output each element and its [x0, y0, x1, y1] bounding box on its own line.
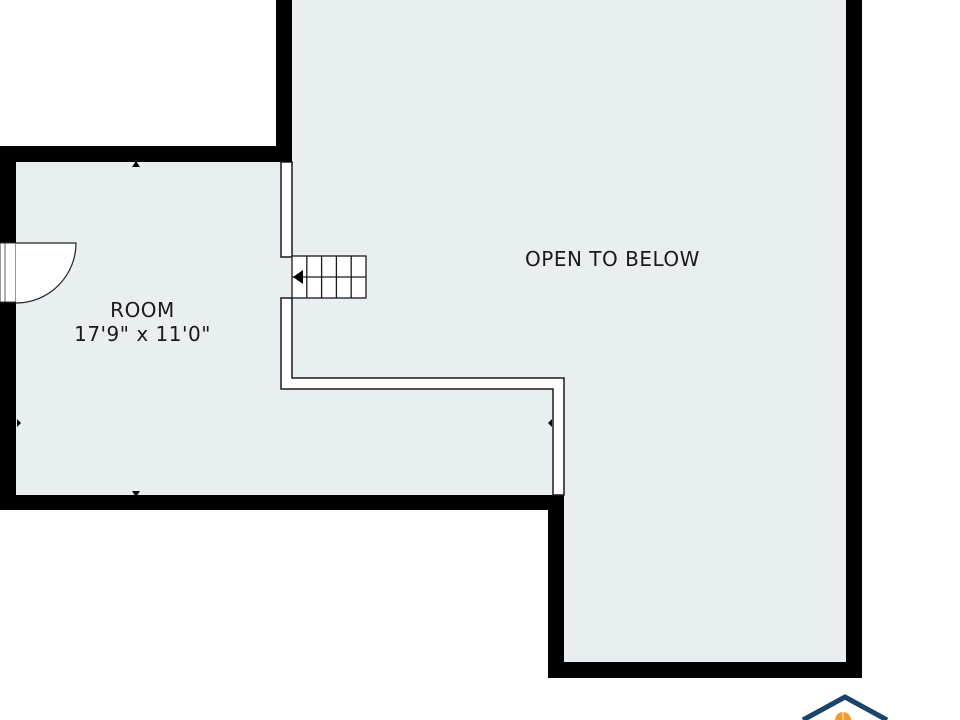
room-name: ROOM [110, 298, 175, 322]
room-label: ROOM 17'9" x 11'0" [40, 298, 245, 346]
floor-area [16, 0, 846, 662]
house-logo-icon [801, 694, 889, 720]
dimension-markers [17, 161, 552, 497]
stairs-icon [291, 255, 367, 299]
room-dimensions: 17'9" x 11'0" [74, 322, 211, 346]
door-swing-icon [0, 242, 77, 304]
open-to-below-label: OPEN TO BELOW [525, 247, 700, 271]
